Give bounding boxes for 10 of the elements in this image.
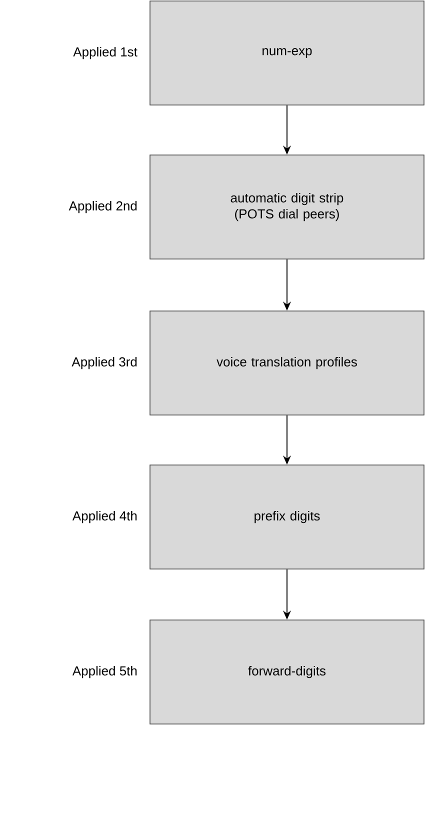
step-label: Applied 1st bbox=[73, 46, 138, 60]
process-box: forward-digits bbox=[150, 620, 424, 724]
process-box: num-exp bbox=[150, 0, 424, 106]
step-label: Applied 5th bbox=[72, 666, 137, 678]
step-label: Applied 4th bbox=[72, 510, 137, 524]
step-label: Applied 3rd bbox=[72, 356, 137, 370]
process-box: voice translation profiles bbox=[150, 310, 424, 416]
step-label: Applied 2nd bbox=[68, 200, 137, 214]
process-box: prefix digits bbox=[150, 464, 424, 570]
process-box: automatic digit strip (POTS dial peers) bbox=[150, 154, 424, 260]
